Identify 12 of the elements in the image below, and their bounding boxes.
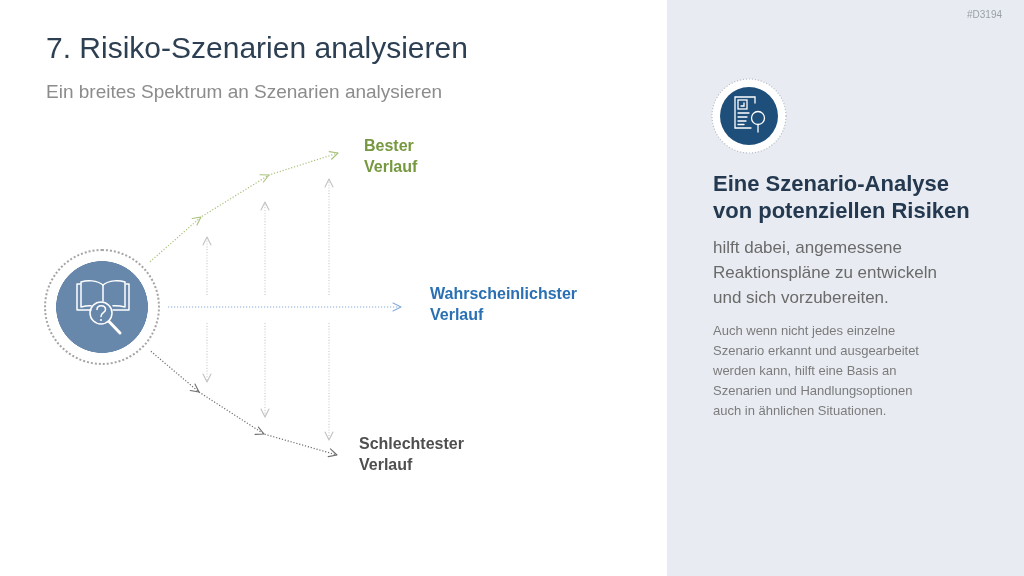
arrow — [150, 350, 338, 458]
panel-text: hilft dabei, angemessene Reaktionspläne zu entwickeln und sich vorzubereiten. — [713, 237, 938, 309]
scenario-label: Schlechtester Verlauf — [359, 434, 464, 475]
scenario-label: Wahrscheinlichster Verlauf — [430, 284, 577, 325]
slide-title: 7. Risiko-Szenarien analysieren — [46, 31, 468, 65]
scenario-label: Bester Verlauf — [364, 136, 418, 177]
arrow — [149, 151, 339, 263]
panel-note: Auch wenn nicht jedes einzelne Szenario erkannt und ausgearbeitet werden kann, hilft eine Basis an Szenarien und Handlungsoptionen auch in ähnlichen Situationen. — [713, 322, 920, 420]
subtitle: Ein breites Spektrum an Szenarien analysieren — [46, 81, 443, 103]
reference-code: #D3194 — [967, 9, 1003, 20]
arrow — [167, 302, 402, 312]
panel-heading: Eine Szenario-Analyse von potenziellen Risiken — [713, 170, 971, 224]
